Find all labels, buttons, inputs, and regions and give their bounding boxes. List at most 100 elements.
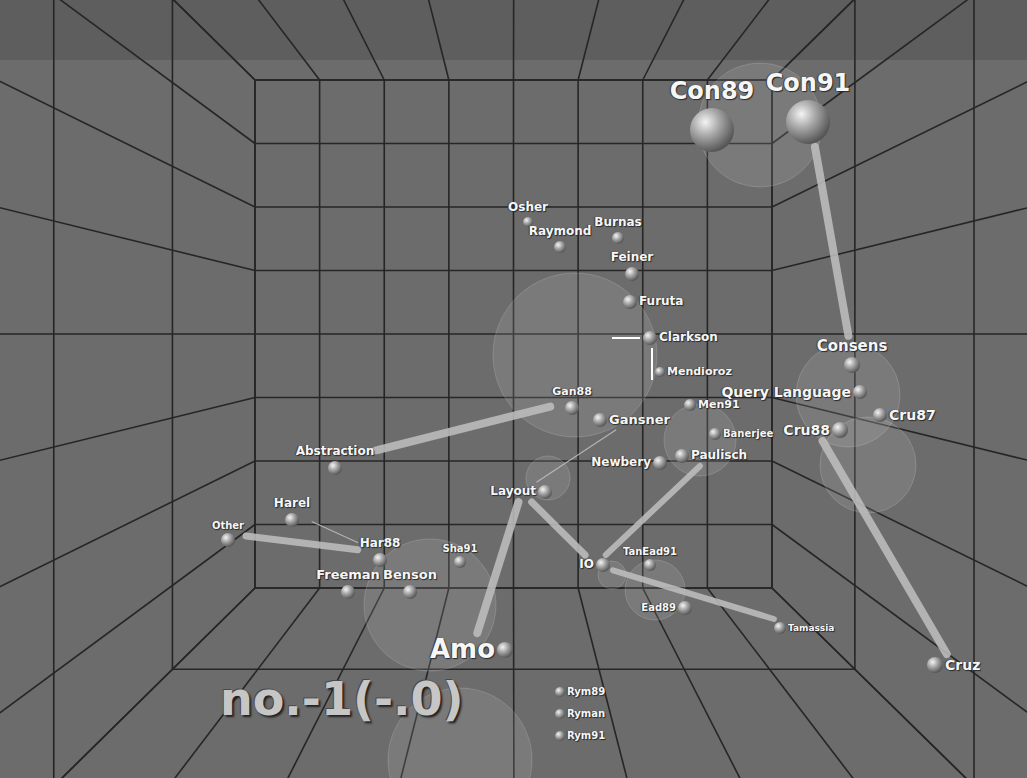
graph-node: Amo	[430, 635, 514, 665]
grid-line	[0, 398, 255, 778]
node-sphere	[496, 641, 514, 659]
node-sphere	[284, 512, 300, 528]
sphere-shape	[684, 399, 696, 411]
link-beam	[246, 536, 358, 550]
node-sphere	[643, 558, 657, 572]
grid-line	[772, 0, 1027, 271]
node-label: Raymond	[529, 225, 592, 239]
grid-line	[0, 333, 255, 335]
sphere-shape	[655, 367, 665, 377]
link-beam	[823, 441, 947, 654]
link-beam	[815, 147, 848, 336]
node-sphere	[872, 407, 888, 423]
node-sphere	[592, 412, 608, 428]
node-sphere	[642, 330, 658, 346]
sphere-shape	[844, 357, 860, 373]
sphere-shape	[341, 585, 355, 599]
graph-node: Abstraction	[296, 445, 375, 476]
graph-node: Freeman	[316, 568, 380, 600]
node-sphere	[773, 621, 787, 635]
node-label: Tamassia	[788, 623, 834, 633]
sphere-shape	[853, 385, 867, 399]
node-label: TanEad91	[623, 546, 677, 558]
link-beam	[312, 522, 357, 543]
node-label: Furuta	[639, 295, 683, 309]
grid-line	[0, 0, 255, 144]
graph-node: Har88	[360, 537, 401, 568]
link-beam	[613, 570, 774, 619]
node-sphere	[624, 266, 640, 282]
graph-node: IO	[579, 557, 611, 573]
sphere-shape	[555, 731, 565, 741]
graph-node: Raymond	[529, 225, 592, 254]
node-sphere	[553, 240, 567, 254]
sphere-shape	[497, 642, 513, 658]
node-sphere	[402, 584, 418, 600]
node-sphere	[595, 557, 611, 573]
sphere-shape	[454, 556, 466, 568]
node-sphere	[554, 708, 566, 720]
node-sphere	[564, 400, 580, 416]
node-label: Men91	[698, 399, 740, 412]
graph-node: Con91	[766, 70, 851, 145]
graph-node: Con89	[670, 78, 755, 153]
node-sphere	[785, 99, 831, 145]
sphere-shape	[555, 687, 565, 697]
grid-line	[578, 0, 1027, 80]
graph-node: Layout	[490, 484, 553, 500]
graph-node: Ead89	[641, 600, 693, 616]
node-label: Benson	[383, 568, 437, 583]
graph-node: Furuta	[622, 294, 683, 310]
node-sphere	[708, 427, 722, 441]
sphere-shape	[538, 485, 552, 499]
node-label: Har88	[360, 537, 401, 551]
node-label: Rym91	[567, 730, 605, 742]
grid-line	[772, 0, 1027, 80]
grid-line	[772, 525, 1027, 778]
grid-line	[0, 0, 255, 207]
sphere-shape	[285, 513, 299, 527]
graph-node: Query Language	[721, 384, 868, 400]
graph-node: Other	[212, 520, 244, 549]
link-beam	[477, 502, 518, 633]
sphere-shape	[623, 295, 637, 309]
sphere-shape	[690, 108, 734, 152]
sphere-shape	[643, 331, 657, 345]
node-sphere	[372, 552, 388, 568]
sphere-shape	[593, 413, 607, 427]
sphere-shape	[625, 267, 639, 281]
node-sphere	[689, 107, 735, 153]
graph-node: Feiner	[611, 251, 654, 282]
grid-line	[772, 0, 1027, 80]
sphere-shape	[554, 241, 566, 253]
sphere-shape	[221, 533, 235, 547]
graph-node: Cruz	[926, 656, 980, 674]
graph-node: Paulisch	[674, 448, 747, 464]
node-sphere	[843, 356, 861, 374]
node-sphere	[831, 421, 849, 439]
grid-line	[514, 0, 518, 80]
graph-node: Osher	[508, 201, 548, 228]
crosshair-cursor	[612, 338, 652, 380]
grid-line	[0, 0, 255, 80]
graph-node: Men91	[683, 398, 740, 412]
graph-node: TanEad91	[623, 546, 677, 573]
sphere-shape	[596, 558, 610, 572]
node-label: Layout	[490, 485, 536, 499]
node-label: Ead89	[641, 602, 676, 614]
sphere-shape	[927, 657, 943, 673]
node-sphere	[554, 686, 566, 698]
node-sphere	[220, 532, 236, 548]
node-sphere	[340, 584, 356, 600]
cluster-sphere	[364, 539, 496, 671]
grid-line	[643, 588, 1027, 778]
graph-node: Gan88	[552, 386, 592, 416]
graph-node: Rym89	[554, 686, 605, 698]
graph-node: Sha91	[443, 543, 478, 570]
node-label: Abstraction	[296, 445, 375, 459]
node-label: Sha91	[443, 543, 478, 555]
node-label: Newbery	[591, 456, 651, 470]
graph-node: Tamassia	[773, 621, 834, 635]
sphere-shape	[873, 408, 887, 422]
